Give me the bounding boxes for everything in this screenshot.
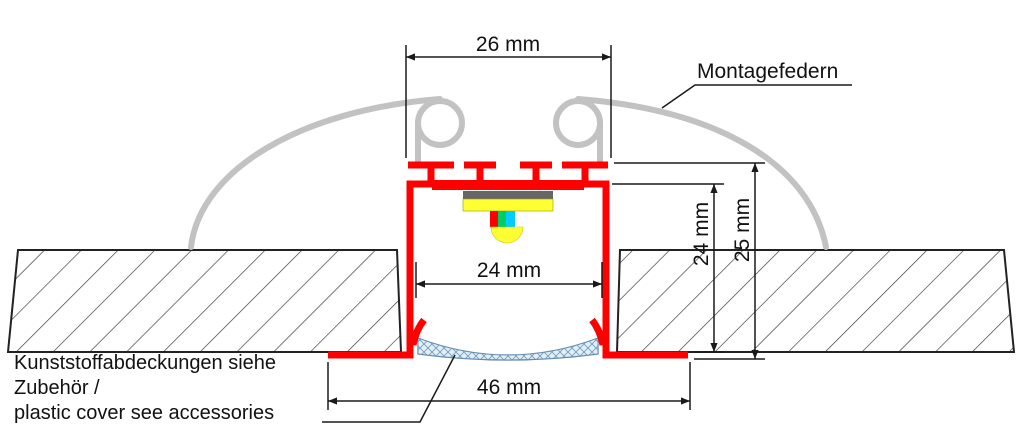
cover-note-line3: plastic cover see accessories xyxy=(14,402,274,424)
dimension-lines xyxy=(322,45,852,423)
dimension-label-46mm: 46 mm xyxy=(477,376,541,399)
cover-note-line1: Kunststoffabdeckungen siehe xyxy=(14,352,276,374)
dimension-label-26mm: 26 mm xyxy=(476,33,540,56)
cover-note-line2: Zubehör / xyxy=(14,377,100,399)
dimension-label-25mm-height: 25 mm xyxy=(731,198,754,262)
dimension-label-24mm-width: 24 mm xyxy=(477,259,541,282)
spring-coil-left xyxy=(415,98,465,148)
spring-left xyxy=(188,96,443,250)
ceiling-board-left xyxy=(6,249,403,353)
spring-coil-right xyxy=(553,98,603,148)
ceiling-board-right xyxy=(615,249,1016,353)
plastic-diffuser-cover xyxy=(417,337,599,361)
springs-label: Montagefedern xyxy=(697,60,838,83)
mounting-springs xyxy=(188,96,829,250)
led-strip xyxy=(462,191,554,244)
spring-right xyxy=(575,96,829,250)
dimension-label-24mm-height: 24 mm xyxy=(690,202,713,266)
